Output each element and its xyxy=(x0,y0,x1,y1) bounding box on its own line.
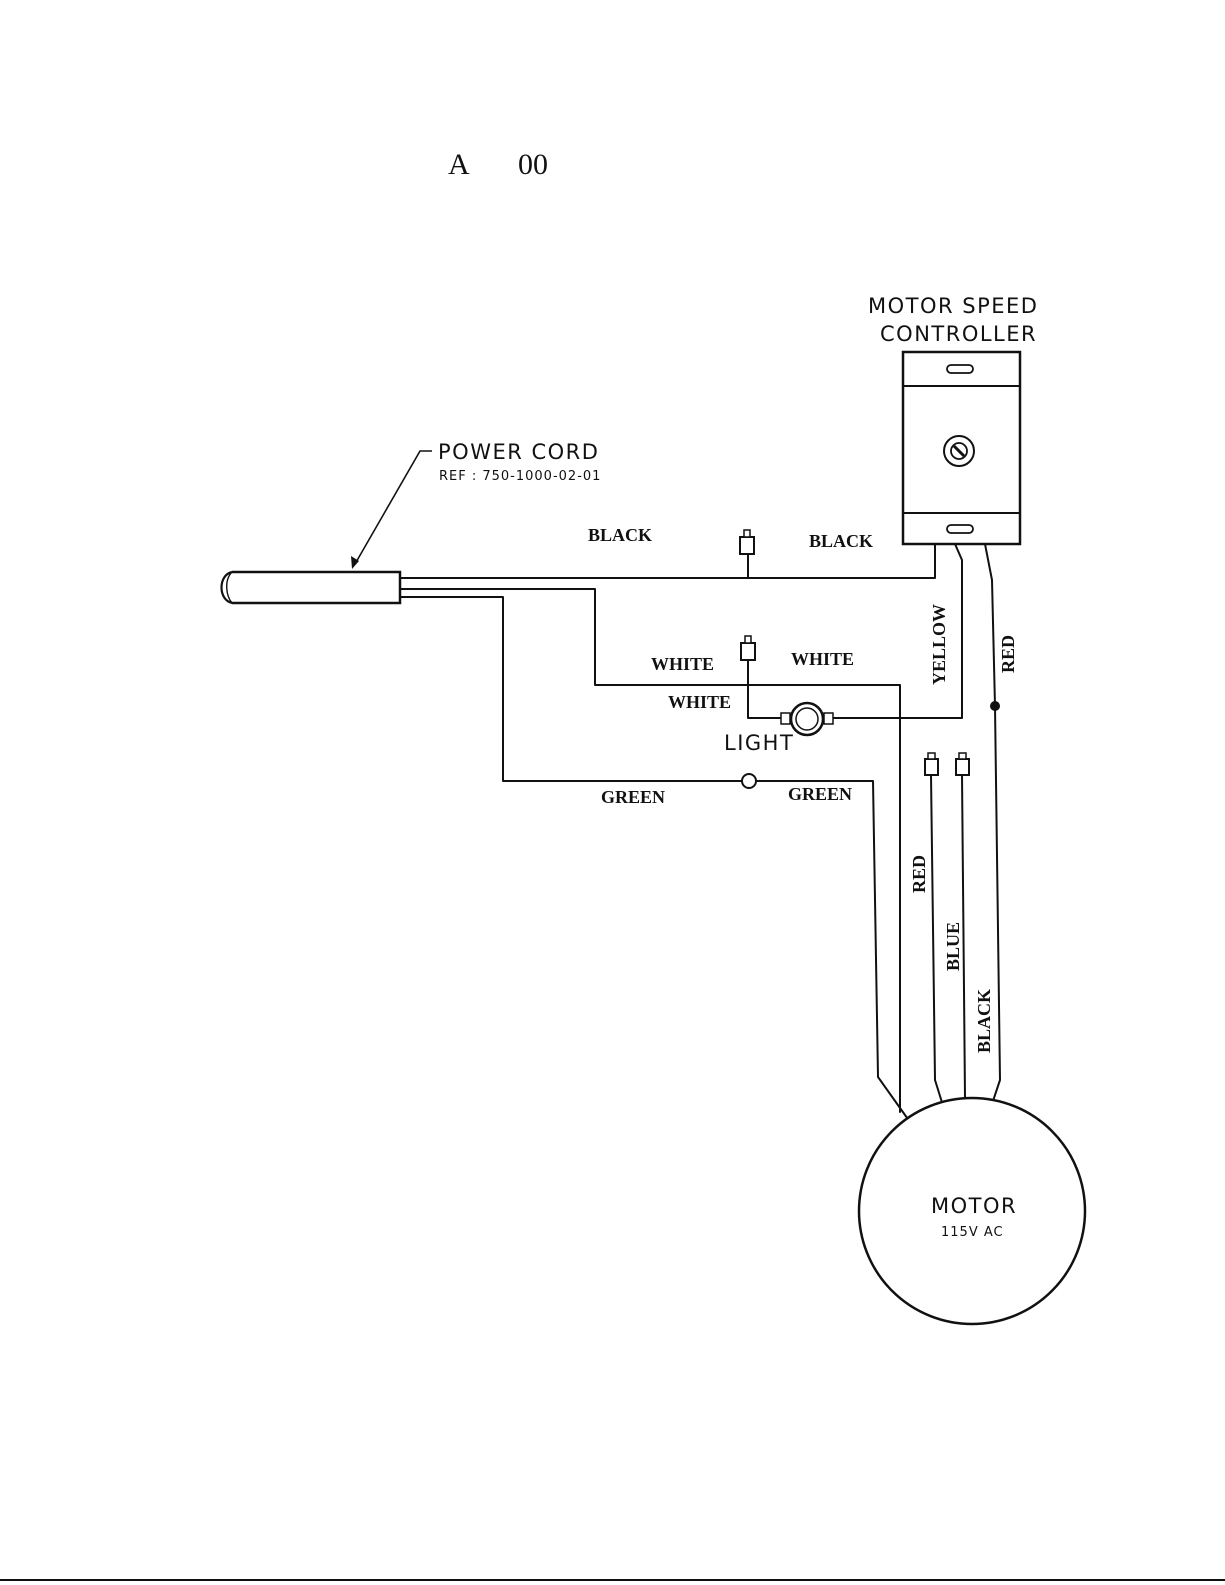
black-motor-wire-label: BLACK xyxy=(974,989,994,1053)
power-cord-jacket xyxy=(232,572,400,603)
white-connector-icon xyxy=(741,643,755,660)
motor-speed-controller: MOTOR SPEED CONTROLLER xyxy=(868,294,1038,544)
light: LIGHT xyxy=(724,703,833,755)
white-wire-label-right: WHITE xyxy=(791,649,854,669)
green-wire-label-left: GREEN xyxy=(601,787,665,807)
wires xyxy=(400,544,1000,1122)
motor-label: MOTOR xyxy=(931,1194,1017,1218)
green-wire-label-right: GREEN xyxy=(788,784,852,804)
white-wire-label-left: WHITE xyxy=(651,654,714,674)
power-cord-label: POWER CORD xyxy=(438,440,599,464)
green-connector-icon xyxy=(742,774,756,788)
light-label: LIGHT xyxy=(724,731,794,755)
red-junction-dot-icon xyxy=(990,701,1000,711)
header-letter: A xyxy=(448,148,470,181)
header-number: 00 xyxy=(518,148,548,181)
controller-title-line2: CONTROLLER xyxy=(880,322,1037,346)
page-bottom-rule xyxy=(0,1579,1225,1581)
power-cord-leader xyxy=(355,451,432,564)
black-wire-label-right: BLACK xyxy=(809,531,873,551)
motor-voltage-label: 115V AC xyxy=(941,1225,1004,1240)
red-controller-wire-label: RED xyxy=(998,635,1018,673)
power-cord-ref: REF : 750-1000-02-01 xyxy=(439,469,601,484)
white-wire-label-lower: WHITE xyxy=(668,692,731,712)
black-wire-label-left: BLACK xyxy=(588,525,652,545)
blue-motor-wire-label: BLUE xyxy=(943,922,963,971)
controller-title-line1: MOTOR SPEED xyxy=(868,294,1038,318)
blue-motor-connector-icon xyxy=(956,759,969,775)
red-motor-wire-label: RED xyxy=(909,855,929,893)
yellow-wire-label: YELLOW xyxy=(929,604,949,685)
motor: MOTOR 115V AC xyxy=(859,1098,1085,1324)
black-connector-icon xyxy=(740,537,754,554)
red-motor-connector-icon xyxy=(925,759,938,775)
